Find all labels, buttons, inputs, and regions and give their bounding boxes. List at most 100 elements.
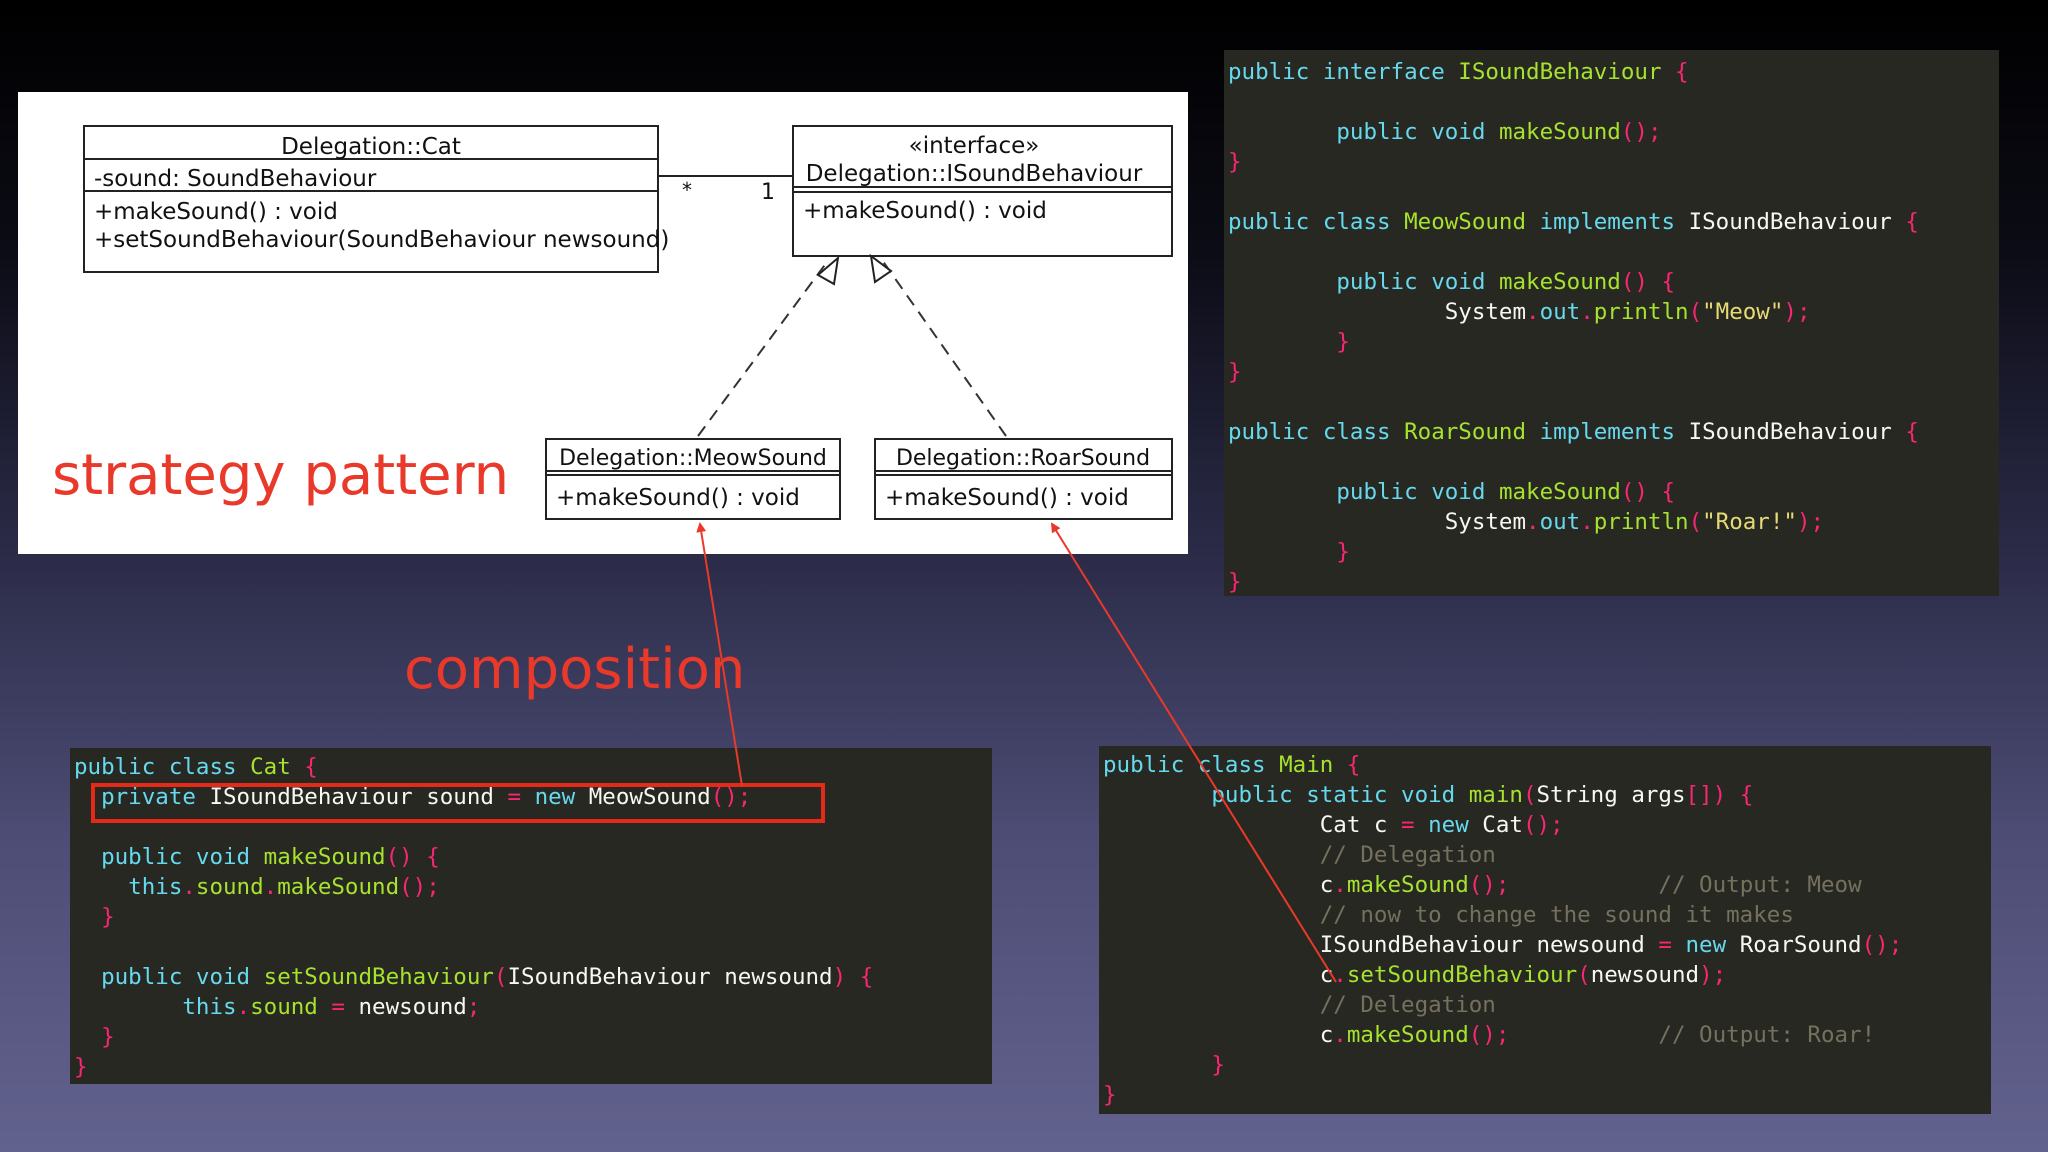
code-token: () { — [1620, 479, 1676, 505]
code-token: println — [1593, 299, 1689, 325]
code-token: } — [1211, 1052, 1225, 1078]
code-token: { — [304, 754, 318, 780]
code-token: Cat c — [1103, 812, 1402, 838]
code-token: sound — [195, 874, 264, 900]
code-token: // Delegation — [1319, 992, 1496, 1018]
code-line: } — [1228, 357, 1999, 387]
code-token: println — [1593, 509, 1689, 535]
highlight-box — [91, 783, 825, 823]
code-token: (); — [1620, 119, 1662, 145]
code-token — [1103, 782, 1211, 808]
code-token: // now to change the sound it makes — [1319, 902, 1794, 928]
code-token: (); — [1522, 812, 1564, 838]
code-panel-interface: public interface ISoundBehaviour { publi… — [1224, 50, 1999, 596]
code-token: private — [101, 784, 210, 810]
code-token: setSoundBehaviour — [263, 964, 494, 990]
interface-stereotype: «interface» — [909, 133, 1040, 159]
code-token: makeSound — [1498, 269, 1621, 295]
code-line: } — [1228, 147, 1999, 177]
uml-diagram-panel: Delegation::Cat -sound: SoundBehaviour +… — [18, 92, 1188, 554]
code-token: this — [182, 994, 237, 1020]
code-panel-cat: public class Cat { private ISoundBehavio… — [70, 748, 992, 1084]
code-token: new — [1685, 932, 1740, 958]
code-token: } — [1103, 1082, 1117, 1108]
code-token: () { — [1620, 269, 1676, 295]
code-line: c.setSoundBehaviour(newsound); — [1103, 960, 1991, 990]
code-token: []) { — [1685, 782, 1754, 808]
code-token: { — [1661, 59, 1689, 85]
uml-class-meowsound: Delegation::MeowSound +makeSound() : voi… — [545, 438, 841, 520]
cat-method: +setSoundBehaviour(SoundBehaviour newsou… — [94, 227, 669, 253]
code-token — [1103, 992, 1320, 1018]
code-token: . — [1526, 509, 1540, 535]
code-token: } — [101, 904, 115, 930]
code-token: public void — [1336, 269, 1499, 295]
code-token — [74, 844, 101, 870]
code-token: c — [1103, 1022, 1334, 1048]
code-token: sound — [250, 994, 332, 1020]
code-token: ( — [1688, 299, 1703, 325]
code-token: ; — [466, 994, 481, 1020]
code-line: public void makeSound() { — [1228, 477, 1999, 507]
code-token: this — [128, 874, 183, 900]
realization-arrows — [697, 253, 1007, 437]
code-line: // now to change the sound it makes — [1103, 900, 1991, 930]
code-token — [1228, 329, 1336, 355]
code-token — [1509, 1022, 1658, 1048]
code-token: . — [1333, 962, 1347, 988]
code-token: ( — [1522, 782, 1537, 808]
code-token: main — [1468, 782, 1523, 808]
code-token: System — [1228, 299, 1527, 325]
code-token — [1103, 902, 1320, 928]
code-line: System.out.println("Meow"); — [1228, 297, 1999, 327]
code-line: public interface ISoundBehaviour { — [1228, 57, 1999, 87]
code-token: = — [1401, 812, 1429, 838]
code-line: public class Cat { — [74, 752, 992, 782]
code-token: newsound — [1590, 962, 1700, 988]
code-token: . — [1333, 1022, 1347, 1048]
code-line: // Delegation — [1103, 990, 1991, 1020]
code-line: // Delegation — [1103, 840, 1991, 870]
code-token — [1103, 842, 1320, 868]
code-line: } — [1228, 537, 1999, 567]
code-token: public void — [1336, 479, 1499, 505]
code-token: } — [1228, 149, 1242, 175]
code-line: public void makeSound(); — [1228, 117, 1999, 147]
code-token: ISoundBehaviour newsound — [1103, 932, 1659, 958]
code-token: public class — [1103, 752, 1280, 778]
code-line — [74, 932, 992, 962]
code-token: } — [1228, 569, 1242, 595]
code-line — [1228, 447, 1999, 477]
code-token: (); — [710, 784, 752, 810]
code-token: ISoundBehaviour newsound — [507, 964, 833, 990]
code-token: MeowSound — [1404, 209, 1540, 235]
meow-class-name: Delegation::MeowSound — [559, 446, 827, 471]
code-token: Cat — [250, 754, 305, 780]
code-token: makeSound — [1346, 872, 1469, 898]
code-token: ); — [1699, 962, 1727, 988]
code-token: String args — [1536, 782, 1686, 808]
code-token: // Output: Roar! — [1658, 1022, 1876, 1048]
code-token: newsound — [358, 994, 467, 1020]
code-token: ); — [1783, 299, 1811, 325]
code-token — [74, 904, 101, 930]
code-token: makeSound — [1498, 479, 1621, 505]
code-token: RoarSound — [1404, 419, 1540, 445]
code-token: } — [1336, 539, 1350, 565]
code-token: ISoundBehaviour — [1458, 59, 1662, 85]
uml-interface-isoundbehaviour: «interface» Delegation::ISoundBehaviour … — [792, 125, 1173, 257]
code-token: public static void — [1211, 782, 1469, 808]
code-token — [1228, 269, 1336, 295]
code-token: . — [1580, 509, 1594, 535]
code-token: ); — [1796, 509, 1825, 535]
code-line: } — [1103, 1050, 1991, 1080]
cat-class-name: Delegation::Cat — [281, 134, 461, 160]
code-token: c — [1103, 962, 1334, 988]
code-line: this.sound = newsound; — [74, 992, 992, 1022]
interface-method: +makeSound() : void — [803, 198, 1047, 224]
code-token: ) { — [832, 964, 874, 990]
code-token: } — [1336, 329, 1350, 355]
code-line: public class RoarSound implements ISound… — [1228, 417, 1999, 447]
code-token: makeSound — [1498, 119, 1621, 145]
code-token: out — [1539, 509, 1581, 535]
